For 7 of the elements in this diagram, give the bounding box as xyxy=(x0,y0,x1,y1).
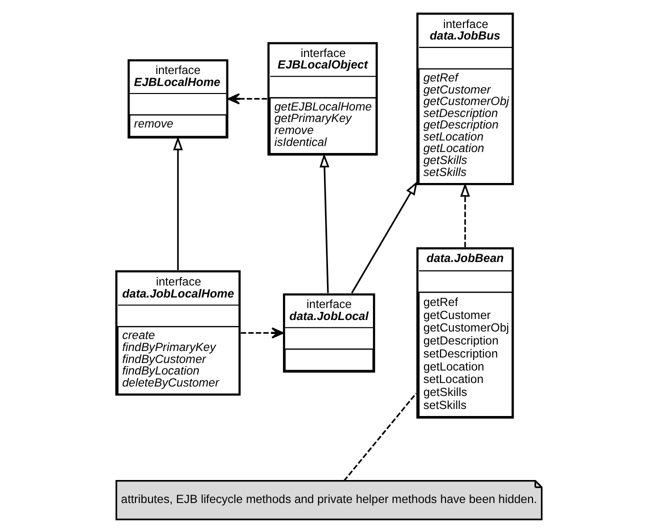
arrow xyxy=(227,93,267,104)
arrow xyxy=(240,327,284,339)
arrow xyxy=(350,181,417,294)
arrow xyxy=(460,182,470,248)
arrow xyxy=(319,153,329,294)
arrow xyxy=(172,136,182,270)
connector xyxy=(343,392,416,482)
